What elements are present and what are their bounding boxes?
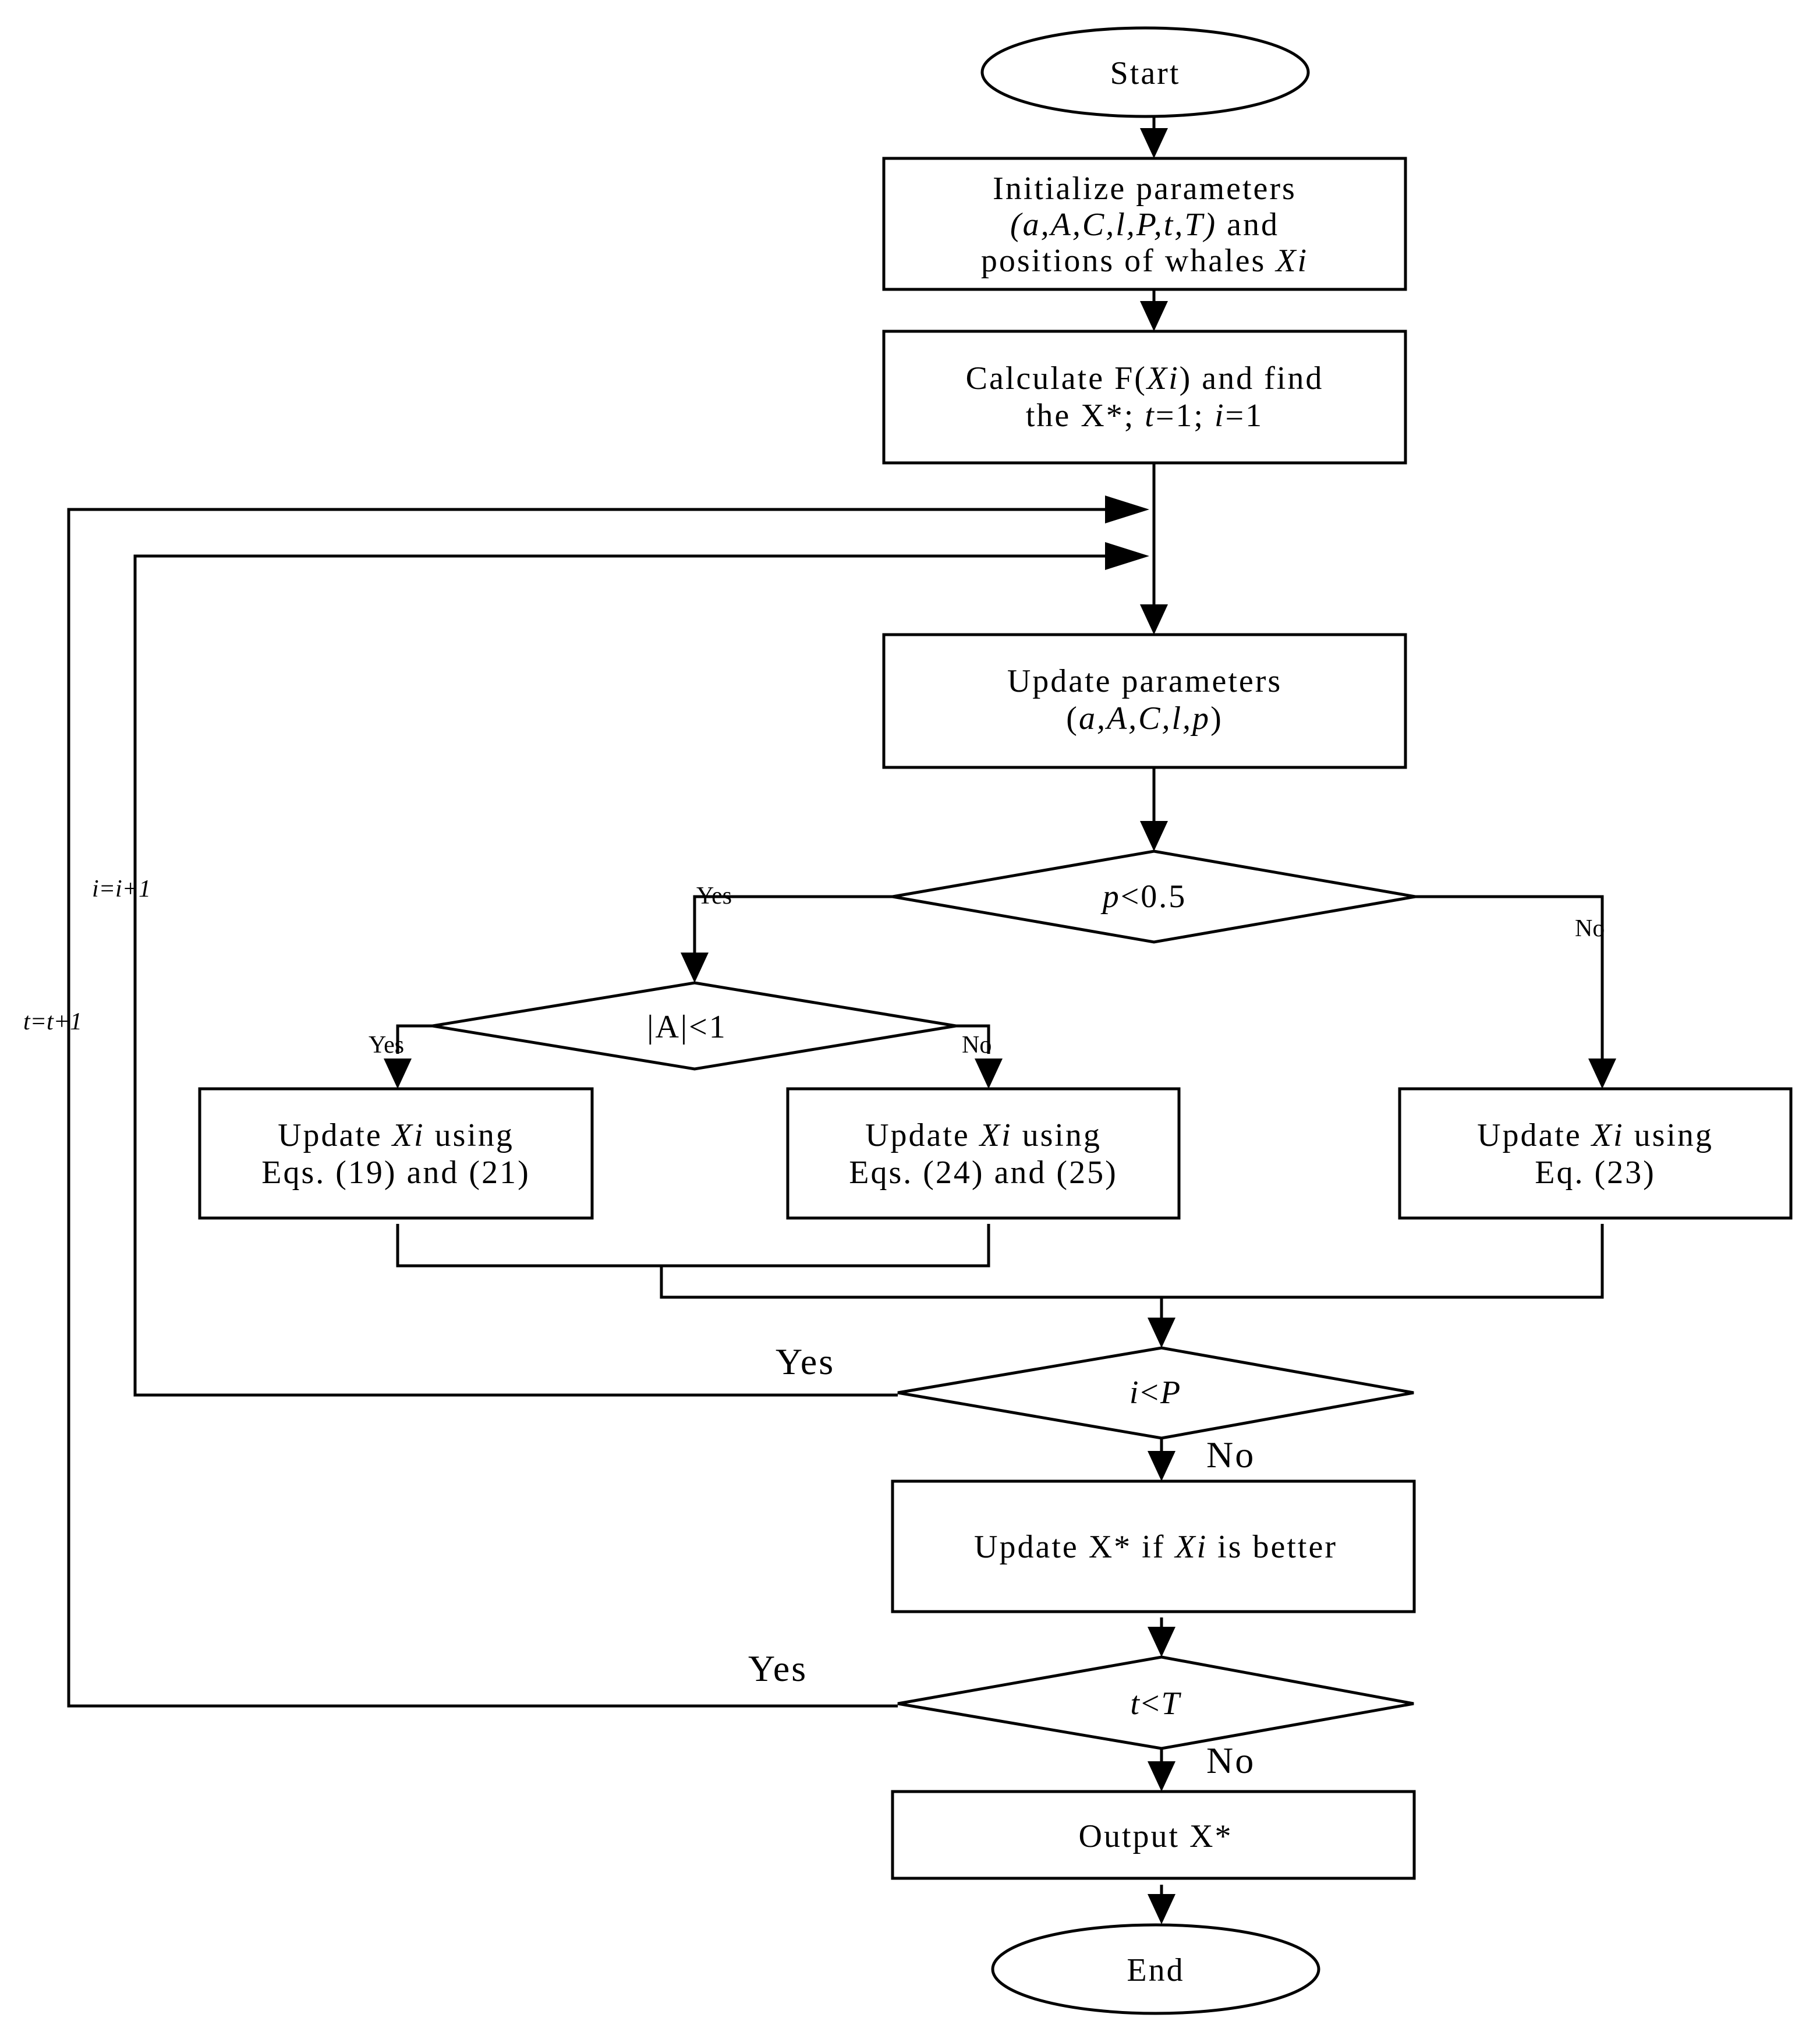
connectors <box>67 116 1604 1906</box>
update-xi-eq23-line2: Eq. (23) <box>1535 1155 1656 1191</box>
arrowhead-loop-t <box>1105 495 1149 523</box>
node-calculate: Calculate F(Xi) and find the X*; t=1; i=… <box>882 330 1407 465</box>
label-yes-i: Yes <box>776 1341 835 1382</box>
arrowhead-update-xi-eq19-21 <box>384 1059 412 1089</box>
output-label: Output X* <box>1079 1818 1233 1854</box>
calculate-line2: the X*; t=1; i=1 <box>1026 398 1263 434</box>
decision-p-label: p<0.5 <box>1100 879 1187 915</box>
decision-a: |A|<1 <box>432 981 957 1071</box>
start-label: Start <box>1110 55 1181 91</box>
decision-t: t<T <box>897 1655 1414 1750</box>
arrowhead-calc <box>1140 301 1168 331</box>
label-no-p: No <box>1575 915 1605 942</box>
arrowhead-decision-i <box>1148 1318 1175 1348</box>
arrowhead-update-xi-eq24-25 <box>975 1059 1003 1089</box>
label-yes-a: Yes <box>369 1032 404 1059</box>
node-update-xi-eq24-25: Update Xi using Eqs. (24) and (25) <box>786 1087 1181 1220</box>
node-update-best: Update X* if Xi is better <box>891 1479 1416 1613</box>
label-loop-i: i=i+1 <box>92 876 151 902</box>
label-loop-t: t=t+1 <box>23 1008 82 1035</box>
node-update-parameters: Update parameters (a,A,C,l,p) <box>882 633 1407 769</box>
node-initialize: Initialize parameters (a,A,C,l,P,t,T) an… <box>882 157 1407 291</box>
node-update-xi-eq19-21: Update Xi using Eqs. (19) and (21) <box>198 1087 594 1220</box>
arrowhead-loop-i <box>1105 542 1149 570</box>
edge-merge-left-pair <box>396 1224 990 1268</box>
decision-t-label: t<T <box>1130 1686 1181 1722</box>
arrowhead-decision-a <box>681 953 709 983</box>
arrowhead-decision-p <box>1140 821 1168 851</box>
node-update-xi-eq23: Update Xi using Eq. (23) <box>1398 1087 1793 1220</box>
node-output: Output X* <box>891 1790 1416 1880</box>
arrowhead-end <box>1148 1894 1175 1924</box>
update-parameters-line2: (a,A,C,l,p) <box>1066 700 1223 737</box>
decision-a-label: |A|<1 <box>647 1009 727 1045</box>
edge-loop-i <box>133 554 1113 1397</box>
node-start: Start <box>980 26 1310 118</box>
arrowhead-decision-t <box>1148 1627 1175 1657</box>
arrowhead-output <box>1148 1761 1175 1792</box>
label-no-i: No <box>1206 1434 1255 1475</box>
edge-decision-a-no <box>956 1024 990 1054</box>
edge-decision-p-yes <box>693 895 893 964</box>
initialize-line1: Initialize parameters <box>993 171 1297 207</box>
node-end: End <box>991 1923 1320 2015</box>
edge-labels: Yes No Yes No Yes No Yes No i=i+1 t=t+1 <box>23 876 1605 1781</box>
end-label: End <box>1127 1952 1184 1988</box>
arrowhead-update-best <box>1148 1451 1175 1481</box>
label-no-t: No <box>1206 1740 1255 1781</box>
edge-decision-a-yes <box>396 1024 433 1054</box>
arrowhead-update-params <box>1140 604 1168 635</box>
edge-loop-t <box>67 508 1113 1708</box>
label-yes-p: Yes <box>696 883 732 909</box>
update-xi-eq23-line1: Update Xi using <box>1477 1117 1713 1153</box>
initialize-line2: (a,A,C,l,P,t,T) and <box>1010 207 1279 243</box>
arrowhead-update-xi-eq23 <box>1588 1059 1616 1089</box>
update-xi-eq19-21-line2: Eqs. (19) and (21) <box>261 1155 530 1191</box>
calculate-line1: Calculate F(Xi) and find <box>966 360 1324 397</box>
decision-i-label: i<P <box>1129 1375 1182 1411</box>
edge-decision-p-no <box>1415 895 1604 1063</box>
update-best-label: Update X* if Xi is better <box>974 1529 1337 1565</box>
update-xi-eq24-25-line2: Eqs. (24) and (25) <box>849 1155 1117 1191</box>
label-no-a: No <box>962 1032 992 1059</box>
edge-merge-to-spine <box>660 1224 1604 1299</box>
update-xi-eq24-25-line1: Update Xi using <box>865 1117 1102 1153</box>
decision-p: p<0.5 <box>892 849 1416 944</box>
label-yes-t: Yes <box>748 1648 808 1689</box>
decision-i: i<P <box>897 1346 1414 1440</box>
initialize-line3: positions of whales Xi <box>981 243 1308 279</box>
update-parameters-line1: Update parameters <box>1007 663 1282 699</box>
update-xi-eq19-21-line1: Update Xi using <box>278 1117 514 1153</box>
arrowheads <box>384 128 1616 1924</box>
arrowhead-init <box>1140 128 1168 158</box>
